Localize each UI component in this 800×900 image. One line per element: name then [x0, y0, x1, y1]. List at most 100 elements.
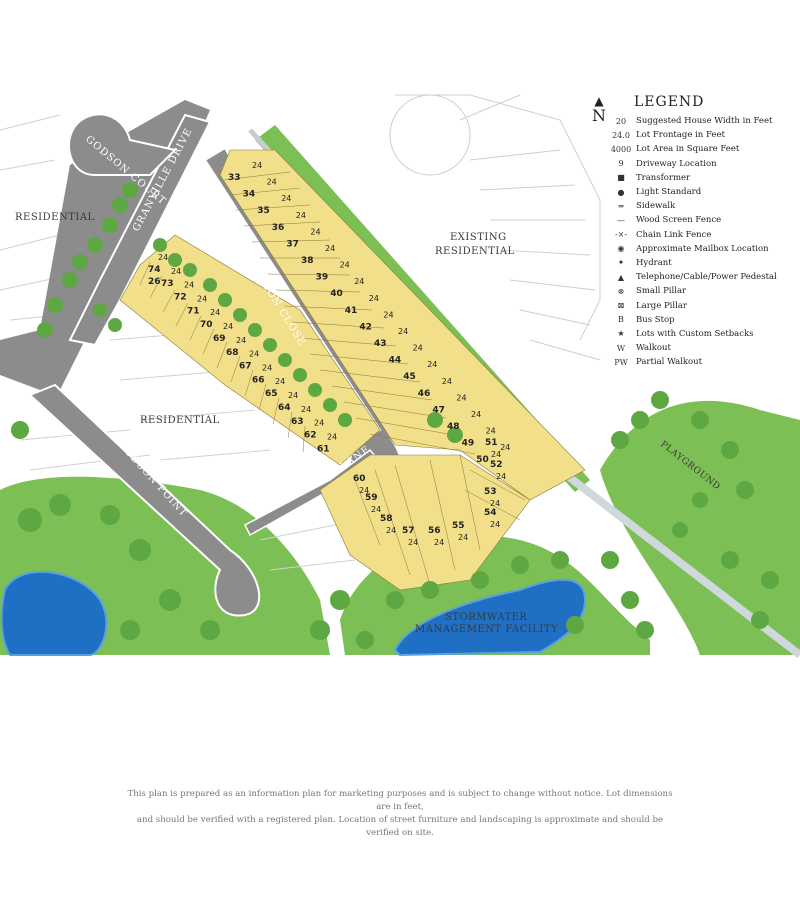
lot-house-width: 24 [490, 520, 500, 529]
lot-house-width: 24 [236, 336, 246, 345]
lot-number: 70 [200, 320, 213, 330]
lot-number: 33 [228, 173, 241, 183]
lot-number: 58 [380, 514, 393, 524]
lot-number: 53 [484, 487, 497, 497]
tree-clusters [11, 182, 779, 649]
lot-number: 36 [272, 223, 285, 233]
legend-item: — Wood Screen Fence [606, 213, 777, 227]
lot-number: 74 [148, 265, 161, 275]
pond-stormwater [393, 578, 587, 657]
legend-symbol-icon: ⊗ [617, 286, 625, 296]
label-stormwater-2: MANAGEMENT FACILITY [415, 624, 558, 635]
legend-item-label: Approximate Mailbox Location [636, 243, 769, 254]
disclaimer-text: This plan is prepared as an information … [120, 788, 680, 840]
legend-item-label: Wood Screen Fence [636, 215, 722, 226]
legend-item-label: Hydrant [636, 257, 672, 268]
legend-symbol-icon: -×- [614, 230, 628, 240]
lot-number: 45 [403, 372, 416, 382]
legend-symbol-icon: 20 [615, 116, 627, 126]
lot-number: 43 [374, 339, 387, 349]
lot-house-width: 24 [223, 322, 233, 331]
lot-house-width: 24 [427, 360, 437, 369]
lot-number: 41 [345, 306, 358, 316]
legend-item: ★Lots with Custom Setbacks [606, 327, 777, 341]
legend-item: ●Light Standard [606, 185, 777, 199]
lot-number: 49 [462, 439, 475, 449]
lot-house-width: 24 [458, 533, 468, 542]
lot-divider-lines [139, 171, 526, 586]
legend-item-label: Small Pillar [636, 286, 687, 297]
legend-symbol-icon: ═ [618, 201, 624, 211]
lot-parcels [119, 149, 586, 591]
lot-house-width: 24 [314, 419, 324, 428]
road-network [0, 100, 800, 659]
lot-number: 52 [490, 460, 503, 470]
legend-symbol-icon: 9 [618, 159, 624, 169]
lot-house-width: 24 [252, 161, 262, 170]
lot-house-width: 24 [262, 363, 272, 372]
lot-house-width: 24 [184, 281, 194, 290]
legend-symbol-icon: ✦ [617, 258, 625, 268]
legend-item-label: Telephone/Cable/Power Pedestal [636, 272, 777, 283]
lot-number: 44 [389, 356, 402, 366]
lot-number: 59 [365, 493, 378, 503]
green-space-playground [600, 400, 800, 655]
lot-number: 40 [330, 289, 343, 299]
legend-item-label: Lots with Custom Setbacks [636, 328, 754, 339]
lot-house-width: 24 [369, 294, 379, 303]
legend-symbol-icon: ⊠ [617, 301, 625, 311]
legend-item: ■ Transformer [606, 171, 777, 185]
legend-item: 20 Suggested House Width in Feet [606, 114, 777, 128]
legend-item-label: Transformer [636, 172, 691, 183]
legend-item: ═Sidewalk [606, 199, 777, 213]
lot-number: 55 [452, 521, 465, 531]
north-arrow: ▲ N [592, 95, 606, 125]
pond-southwest [0, 570, 108, 656]
lot-house-width: 24 [325, 244, 335, 253]
lot-number: 62 [304, 431, 317, 441]
legend-item-label: Suggested House Width in Feet [636, 116, 773, 127]
lot-house-width: 24 [310, 227, 320, 236]
north-label: N [592, 106, 606, 125]
lot-house-width: 24 [486, 427, 496, 436]
legend-symbol-icon: — [617, 215, 625, 225]
lot-house-width: 24 [383, 310, 393, 319]
lot-house-width: 24 [210, 308, 220, 317]
lot-house-width: 24 [158, 253, 168, 262]
lot-house-width: 24 [296, 211, 306, 220]
lot-house-width: 24 [496, 472, 506, 481]
label-residential-center: RESIDENTIAL [140, 415, 220, 426]
lot-number: 64 [278, 403, 291, 413]
lot-house-width: 24 [434, 538, 444, 547]
legend-symbol-icon: 4000 [610, 144, 632, 154]
lot-number: 61 [317, 444, 330, 454]
lot-house-width: 24 [288, 391, 298, 400]
legend-symbol-icon: ● [617, 187, 625, 197]
lot-number: 42 [359, 322, 372, 332]
lot-number: 37 [286, 239, 299, 249]
lot-house-width: 24 [471, 410, 481, 419]
legend-symbol-icon: PW [614, 357, 628, 367]
lot-number: 63 [291, 417, 304, 427]
legend-symbol-icon: 24.0 [612, 130, 630, 140]
lot-number: 56 [428, 526, 441, 536]
label-stormwater-1: STORMWATER [445, 612, 527, 623]
legend-item: -×-Chain Link Fence [606, 228, 777, 242]
lot-house-width: 24 [456, 393, 466, 402]
lot-number: 50 [476, 455, 489, 465]
legend-item-label: Bus Stop [636, 314, 675, 325]
lot-number: 46 [418, 389, 431, 399]
lot-number: 73 [161, 279, 174, 289]
lot-number: 39 [316, 273, 329, 283]
lot-number: 47 [432, 405, 445, 415]
lot-house-width: 24 [171, 267, 181, 276]
legend-symbol-icon: ■ [617, 173, 625, 183]
lot-number: 57 [402, 526, 415, 536]
legend-item-label: Walkout [636, 343, 671, 354]
